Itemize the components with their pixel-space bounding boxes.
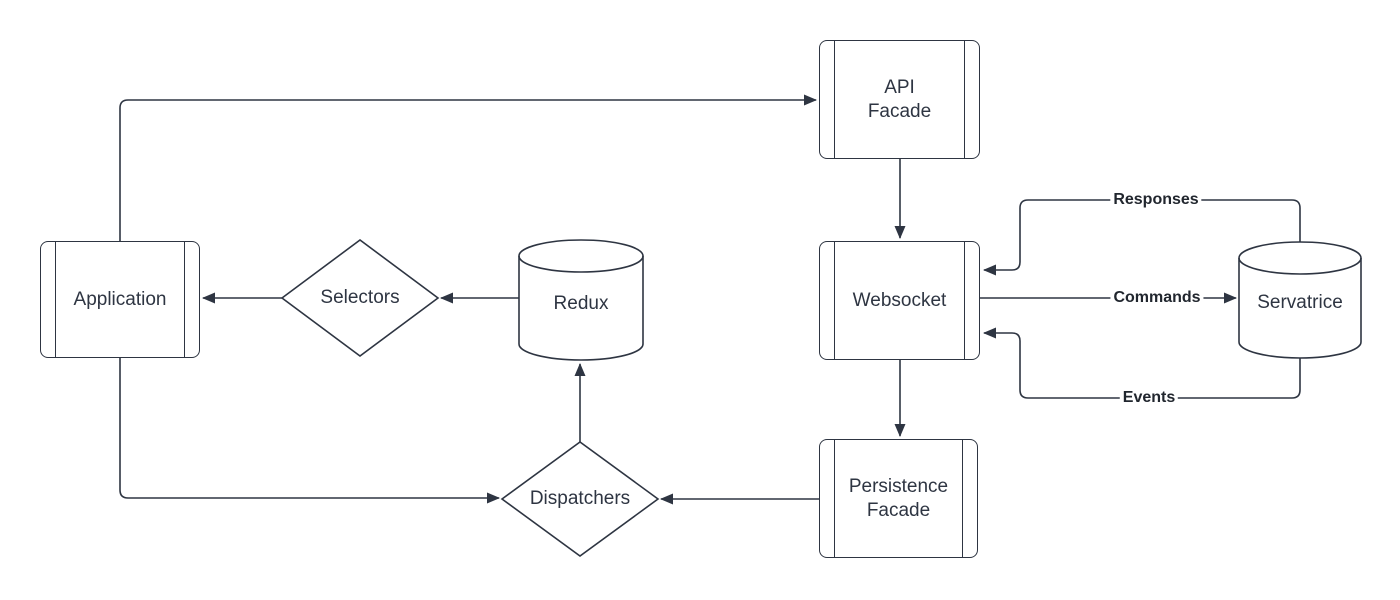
node-persistence-facade-label: Persistence Facade — [848, 475, 949, 521]
process-bar-icon — [834, 440, 835, 557]
process-bar-icon — [834, 242, 835, 359]
node-api-facade-label: API Facade — [867, 76, 932, 122]
node-redux-rim — [518, 255, 644, 273]
node-api-facade: API Facade — [819, 40, 980, 159]
node-servatrice-rim — [1238, 257, 1362, 275]
node-application: Application — [40, 241, 200, 358]
edge-application-to-api-facade — [119, 94, 817, 241]
edge-label-commands: Commands — [1110, 289, 1204, 307]
node-persistence-facade: Persistence Facade — [819, 439, 978, 558]
process-bar-icon — [962, 440, 963, 557]
node-selectors-shape — [280, 239, 440, 357]
node-dispatchers-shape — [500, 441, 660, 557]
process-bar-icon — [184, 242, 185, 357]
node-redux-shape — [518, 239, 644, 361]
process-bar-icon — [964, 41, 965, 158]
node-servatrice-shape — [1238, 241, 1362, 359]
process-bar-icon — [964, 242, 965, 359]
edge-servatrice-to-websocket-events — [983, 327, 1301, 399]
process-bar-icon — [834, 41, 835, 158]
edge-application-to-dispatchers — [119, 358, 500, 504]
edge-servatrice-to-websocket-responses — [983, 199, 1301, 276]
edge-label-events: Events — [1119, 389, 1179, 407]
node-websocket: Websocket — [819, 241, 980, 360]
node-websocket-label: Websocket — [852, 289, 947, 311]
node-application-label: Application — [73, 288, 167, 310]
edge-label-responses: Responses — [1110, 191, 1202, 209]
process-bar-icon — [55, 242, 56, 357]
